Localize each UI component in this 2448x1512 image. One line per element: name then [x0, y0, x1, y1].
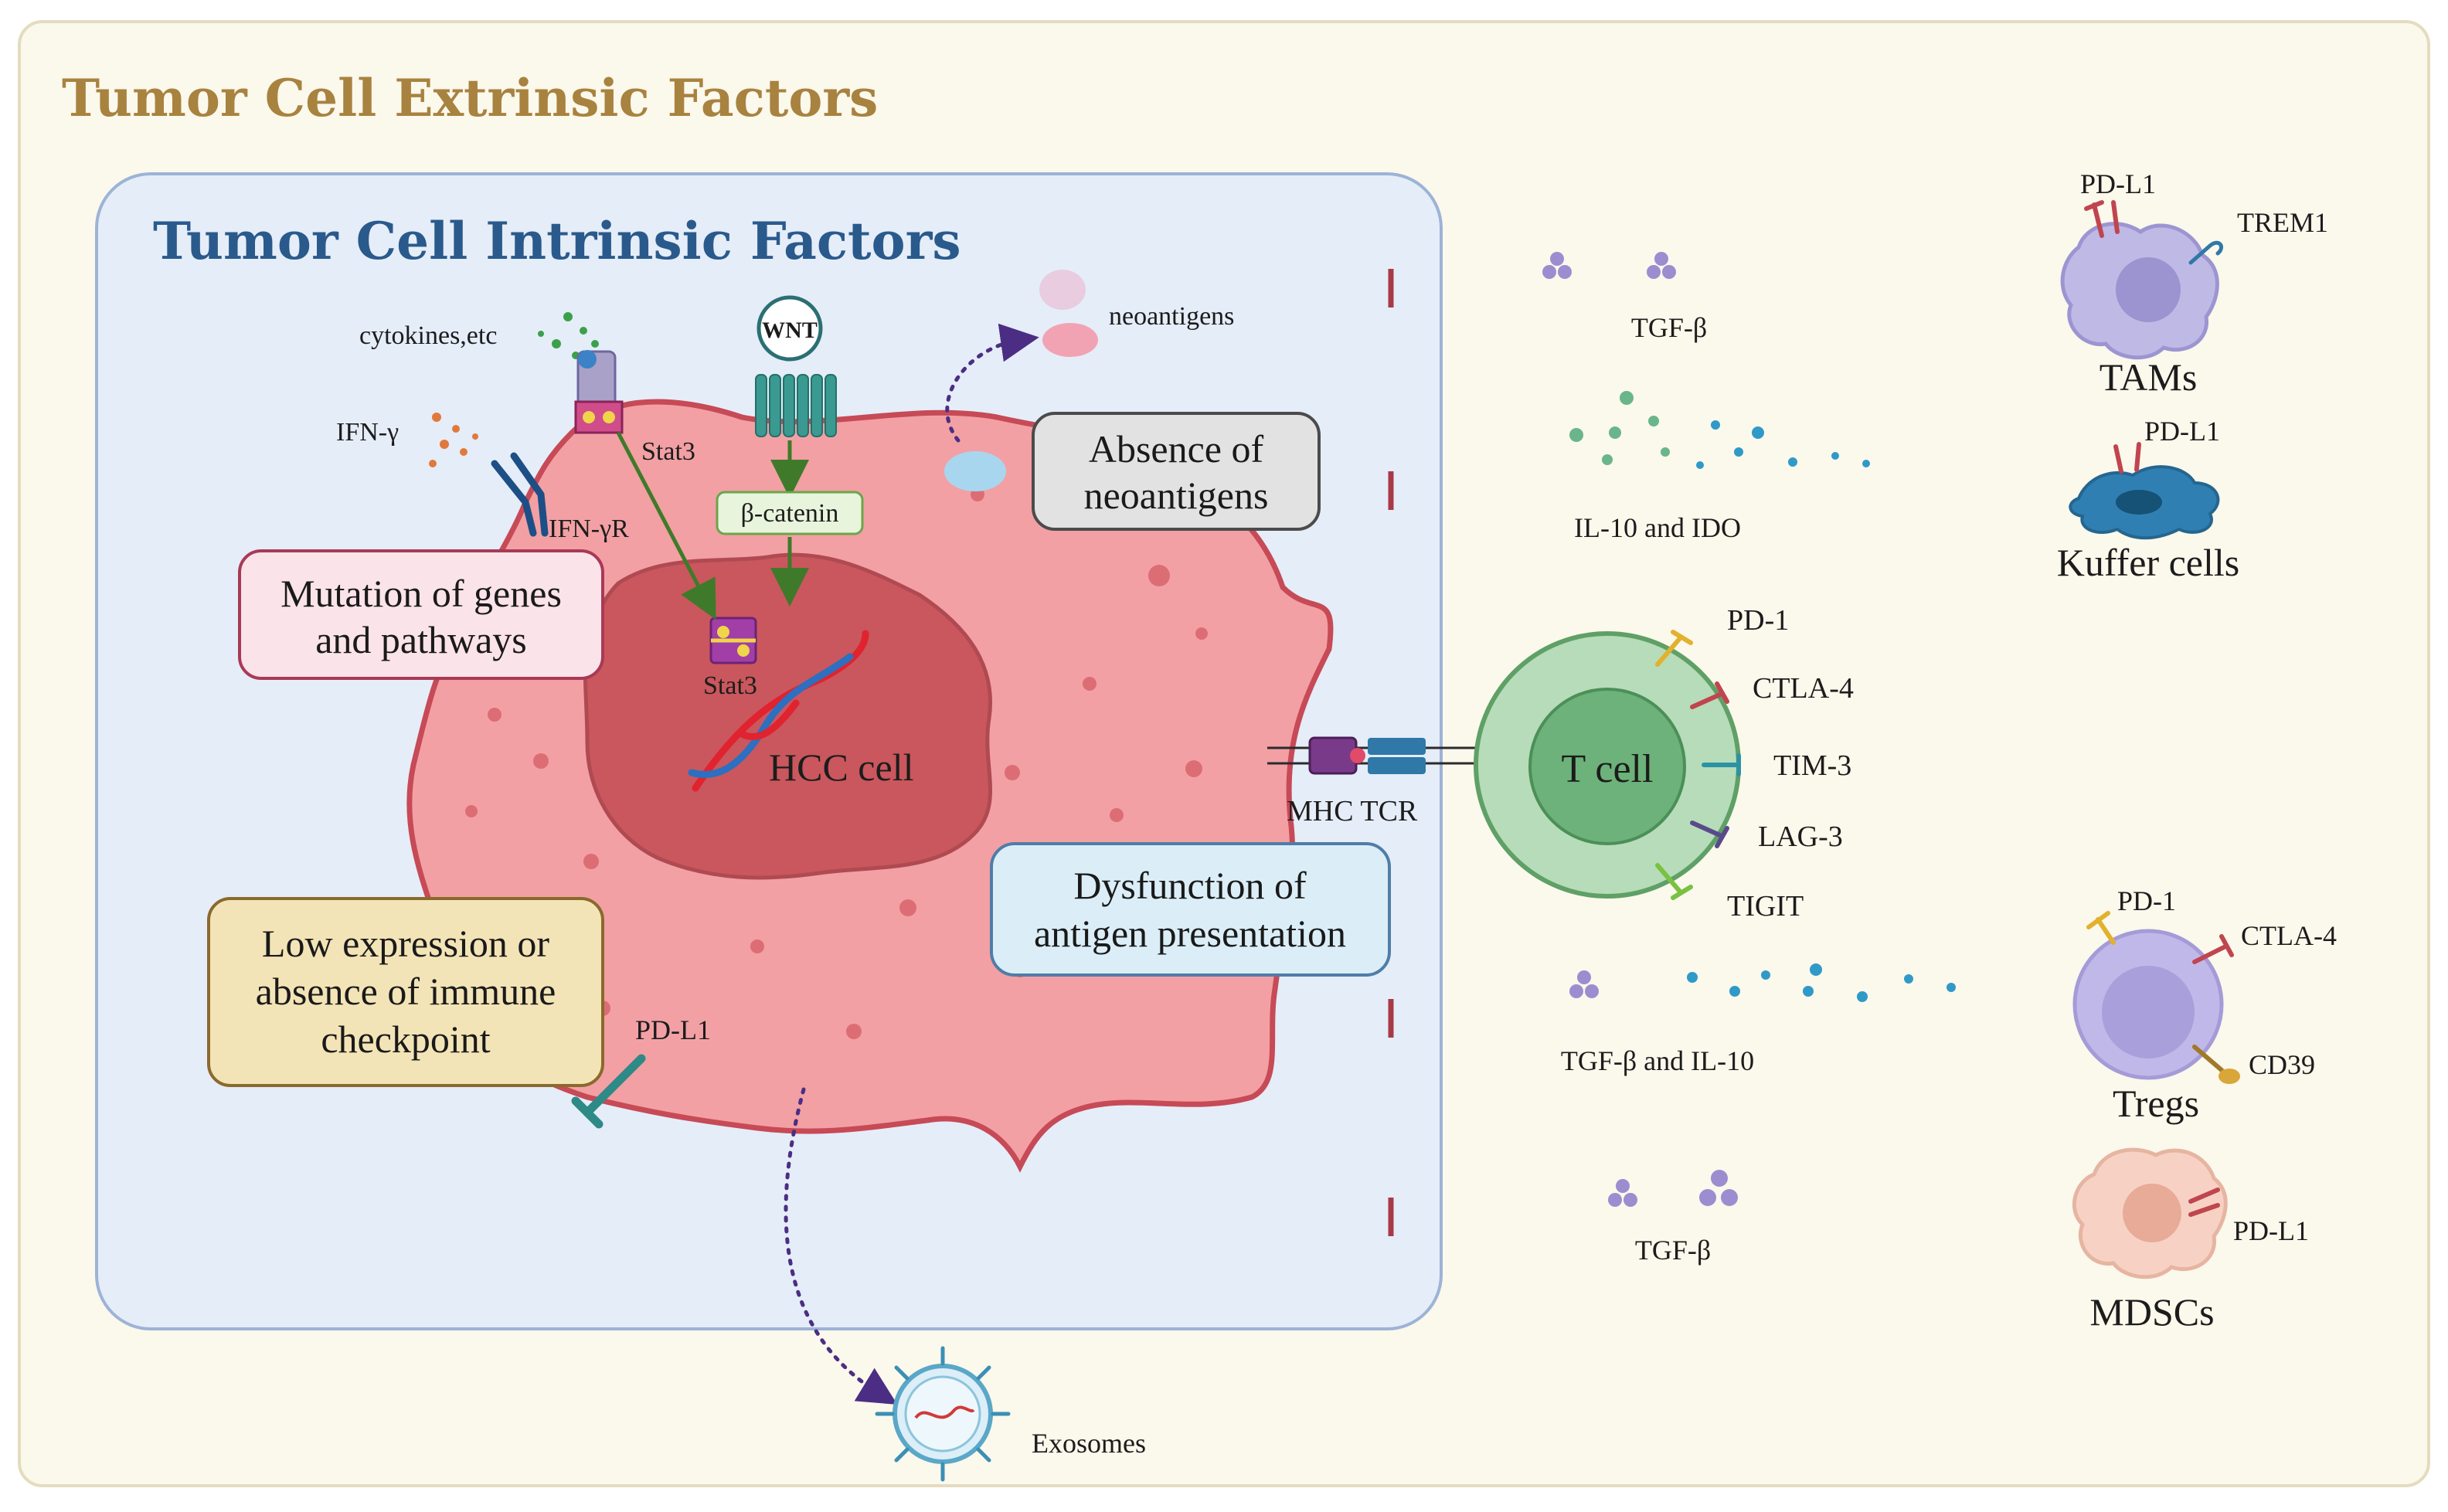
mdscs-marker-1: PD-L1 — [2233, 1215, 2309, 1246]
tregs-inhibition — [1388, 963, 2055, 1038]
absence-neoantigens-box — [1032, 412, 1321, 531]
cytokines-label: cytokines,etc — [359, 321, 497, 350]
tigit-receptor-icon — [1655, 863, 1693, 900]
wnt-receptor-icon — [755, 374, 837, 437]
ctla-4-receptor-icon — [1690, 681, 1729, 709]
tams-name: TAMs — [2100, 355, 2198, 399]
stat3-arrow — [616, 431, 716, 620]
hcc-cell-label: HCC cell — [769, 746, 913, 789]
mhc-tcr-icon — [1267, 736, 1488, 775]
stat3-nucleus-label: Stat3 — [703, 671, 757, 700]
kuffer-cell-icon — [2069, 442, 2220, 540]
tregs-marker-1: PD-1 — [2117, 885, 2176, 916]
mdscs-name: MDSCs — [2089, 1290, 2214, 1334]
mutation-line-2: and pathways — [315, 618, 527, 661]
tcell-receptor-1: PD-1 — [1727, 604, 1789, 637]
tregs-marker-3: CD39 — [2249, 1049, 2315, 1080]
tams-signal-label: TGF-β — [1631, 312, 1707, 343]
neoantigen-arrow — [945, 323, 1039, 443]
exosome-arrow — [784, 1087, 898, 1405]
ifn-gamma-receptor-icon — [491, 452, 549, 537]
low-expression-line-2: absence of immune — [256, 970, 556, 1013]
ifn-gamma-label: IFN-γ — [336, 418, 399, 447]
wnt-ligand-icon — [756, 295, 823, 362]
ifn-gamma-r-label: IFN-γR — [549, 515, 629, 543]
dysfunction-line-1: Dysfunction of — [1073, 864, 1307, 907]
dysfunction-line-2: antigen presentation — [1034, 912, 1346, 955]
absence-line-1: Absence of — [1089, 427, 1264, 471]
tcell-receptor-4: LAG-3 — [1758, 821, 1843, 853]
lag-3-receptor-icon — [1690, 821, 1729, 848]
tams-marker-1: PD-L1 — [2080, 168, 2156, 199]
low-expression-box — [207, 897, 604, 1087]
exosome-icon — [875, 1346, 1011, 1482]
beta-catenin-box — [716, 491, 864, 535]
pd-l1-tumor-label: PD-L1 — [635, 1014, 711, 1045]
low-expression-line-1: Low expression or — [262, 922, 549, 965]
pd-l1-tumor-icon — [571, 1054, 646, 1129]
kuffer-marker-1: PD-L1 — [2144, 416, 2220, 447]
neoantigens-label: neoantigens — [1109, 302, 1234, 331]
tim-3-receptor-icon — [1702, 753, 1741, 776]
tregs-name: Tregs — [2113, 1082, 2199, 1125]
tams-marker-2: TREM1 — [2237, 207, 2328, 238]
tregs-marker-2: CTLA-4 — [2241, 920, 2337, 951]
ifn-gamma-dots — [429, 413, 478, 467]
mhc-tcr-label: MHC TCR — [1287, 795, 1418, 827]
intrinsic-title: Tumor Cell Intrinsic Factors — [153, 211, 961, 271]
neoantigen-icon — [944, 270, 1098, 491]
cytokine-receptor-icon — [574, 350, 624, 434]
mutation-box — [238, 549, 604, 680]
pd-1-receptor-icon — [1655, 630, 1693, 667]
tregs-signal-label: TGF-β and IL-10 — [1561, 1045, 1754, 1076]
stat3-top-label: Stat3 — [641, 437, 695, 466]
tams-inhibition — [1388, 252, 2055, 307]
exosomes-label: Exosomes — [1032, 1428, 1146, 1459]
mdscs-signal-label: TGF-β — [1635, 1235, 1711, 1266]
stat3-nucleus-icon — [709, 617, 757, 664]
beta-catenin-label: β-catenin — [741, 499, 839, 528]
tam-cell-icon — [2060, 200, 2223, 360]
kuffer-signal-label: IL-10 and IDO — [1574, 512, 1741, 543]
extrinsic-title: Tumor Cell Extrinsic Factors — [62, 68, 878, 128]
t-cell-label: T cell — [1562, 747, 1654, 791]
absence-line-2: neoantigens — [1084, 474, 1269, 517]
dysfunction-box — [990, 842, 1391, 977]
t-cell-nucleus — [1528, 688, 1686, 845]
low-expression-line-3: checkpoint — [321, 1018, 490, 1061]
mdsc-cell-icon — [2072, 1147, 2228, 1279]
treg-cell-icon — [2072, 911, 2240, 1084]
tcell-receptor-3: TIM-3 — [1773, 749, 1851, 782]
tcell-receptor-5: TIGIT — [1727, 890, 1804, 922]
kuffer-inhibition — [1388, 391, 2055, 510]
kuffer-name: Kuffer cells — [2057, 541, 2239, 584]
mutation-line-1: Mutation of genes — [280, 572, 562, 615]
cytokine-dots — [538, 312, 599, 359]
tcell-receptor-2: CTLA-4 — [1753, 672, 1854, 705]
wnt-label: WNT — [762, 318, 818, 343]
dna-helix-icon — [688, 630, 869, 792]
mdscs-inhibition — [1388, 1170, 2055, 1236]
